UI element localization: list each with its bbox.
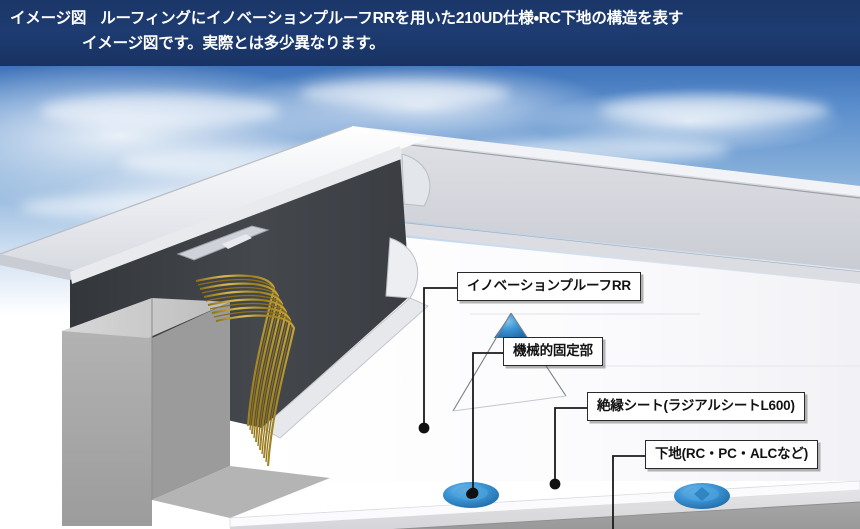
- parapet-flashing-strip: [70, 146, 404, 284]
- far-wall-base-strip: [357, 218, 860, 284]
- lifted-corner-base: [452, 395, 567, 412]
- layered-membrane-cut-edge: [195, 274, 296, 467]
- header-line-2: イメージ図です。実際とは多少異なります。: [82, 35, 385, 52]
- fastener-disc-right: [674, 483, 730, 509]
- far-wall-cap-top: [352, 126, 860, 196]
- substrate-top-line: [392, 501, 860, 529]
- far-wall-cap-line: [351, 137, 860, 199]
- header-line-1-rest: ルーフィングにイノベーションプルーフRRを用いた210UD仕様・RC下地の構造を…: [100, 10, 684, 27]
- leader-line-mechanical-fixing: [472, 352, 503, 493]
- leader-dot-insulation-sheet: [549, 478, 561, 490]
- concrete-block-inner-return: [152, 302, 230, 500]
- leader-line-innovation-proof-rr: [423, 287, 457, 428]
- parapet-cap-front: [0, 254, 78, 282]
- callout-insulation-sheet[interactable]: 絶縁シート(ラジアルシートL600): [587, 392, 805, 421]
- golden-layer: [215, 314, 296, 467]
- parapet-corner-fillet-upper: [401, 153, 431, 207]
- figure-header-text: イメージ図ルーフィングにイノベーションプルーフRRを用いた210UD仕様・RC下…: [10, 6, 854, 56]
- deck-layer-stack: [229, 480, 860, 529]
- parapet-cap-top: [0, 126, 430, 271]
- flashing-clip-tab: [222, 234, 252, 249]
- cloud-wisp: [600, 96, 830, 124]
- leader-dot-mechanical-fixing: [467, 487, 479, 499]
- far-wall-panel: [355, 132, 860, 270]
- concrete-block-deck-return: [152, 466, 330, 518]
- lifted-corner-fold-left: [452, 312, 512, 412]
- lifted-corner-triangle: [494, 313, 527, 338]
- fastener-disc-star: [694, 487, 710, 501]
- cloud-wisp: [40, 94, 280, 128]
- leader-lines-group: [423, 287, 645, 529]
- parapet-base-flashing: [261, 297, 429, 439]
- figure-title: イメージ図: [10, 10, 87, 27]
- callout-mechanical-fixing[interactable]: 機械的固定部: [503, 337, 603, 366]
- parapet-top-clip: [176, 225, 270, 261]
- leader-dots-group: [418, 422, 561, 499]
- concrete-block-top-chamfer: [62, 298, 230, 338]
- header-line-1: イメージ図ルーフィングにイノベーションプルーフRRを用いた210UD仕様・RC下…: [10, 6, 854, 31]
- parapet-cap-edge: [0, 125, 353, 255]
- leader-line-insulation-sheet: [554, 407, 587, 484]
- leader-dot-innovation-proof-rr: [418, 422, 430, 434]
- callout-substrate[interactable]: 下地(RC・PC・ALCなど): [645, 440, 818, 469]
- cloud-wisp: [300, 80, 510, 106]
- concrete-parapet-block: [62, 298, 330, 526]
- leader-line-substrate: [612, 455, 645, 529]
- figure-header-banner: イメージ図ルーフィングにイノベーションプルーフRRを用いた210UD仕様・RC下…: [0, 0, 860, 66]
- substrate-layer: [230, 502, 860, 529]
- callout-innovation-proof-rr[interactable]: イノベーションプルーフRR: [457, 272, 641, 301]
- concrete-block-front-face: [62, 298, 152, 526]
- illustration-stage: イノベーションプルーフRR 機械的固定部 絶縁シート(ラジアルシートL600) …: [0, 66, 860, 529]
